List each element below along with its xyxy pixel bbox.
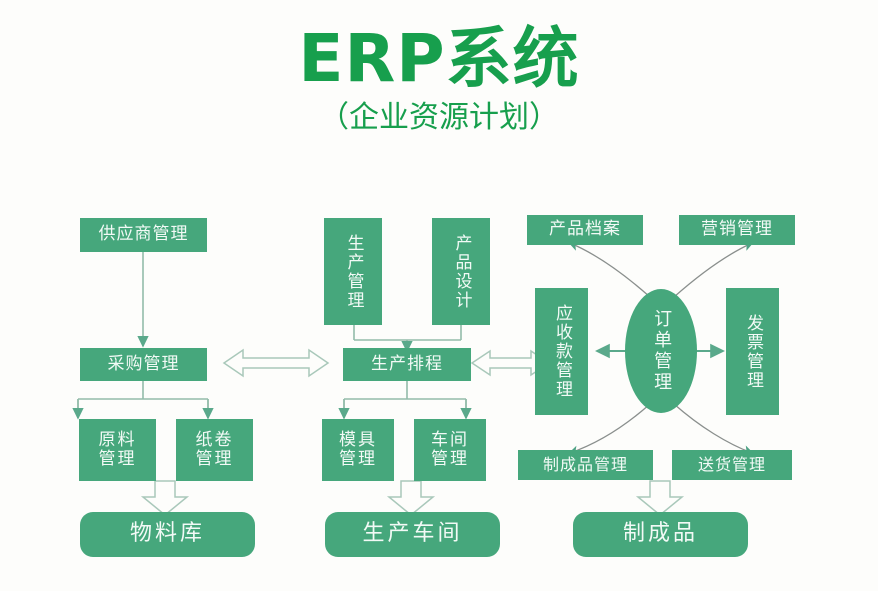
node-marketing-mgmt[interactable]: 营销管理 [679, 215, 795, 245]
node-production-mgmt[interactable]: 生产管理 [324, 218, 382, 325]
block-arrow-finished-goods [635, 480, 685, 516]
node-production-schedule[interactable]: 生产排程 [343, 348, 471, 381]
node-receivables-mgmt[interactable]: 应收款管理 [535, 288, 588, 415]
node-order-mgmt[interactable]: 订单管理 [625, 289, 697, 413]
node-mold-mgmt[interactable]: 模具 管理 [322, 419, 394, 481]
raw-material-line1: 原料 [98, 429, 137, 450]
wire-schedule-branch [343, 381, 467, 415]
double-arrow-purchase-schedule [222, 348, 330, 378]
node-production-workshop[interactable]: 生产车间 [325, 512, 500, 557]
node-workshop-mgmt[interactable]: 车间 管理 [414, 419, 486, 481]
mold-line2: 管理 [339, 449, 377, 469]
node-purchase-mgmt[interactable]: 采购管理 [80, 348, 207, 381]
block-arrow-production-workshop [386, 480, 436, 516]
curve-order-to-marketing [673, 242, 754, 298]
raw-material-line2: 管理 [98, 449, 137, 469]
curve-order-to-product-archive [568, 241, 651, 298]
workshop-line1: 车间 [431, 429, 469, 450]
node-material-warehouse[interactable]: 物料库 [80, 512, 255, 557]
node-product-archive[interactable]: 产品档案 [527, 215, 643, 245]
block-arrow-material-warehouse [140, 480, 190, 516]
node-invoice-mgmt[interactable]: 发票管理 [726, 288, 779, 415]
paper-roll-line1: 纸卷 [195, 429, 234, 450]
node-product-design[interactable]: 产品设计 [432, 218, 490, 325]
node-supplier-mgmt[interactable]: 供应商管理 [80, 218, 207, 252]
node-raw-material-mgmt[interactable]: 原料 管理 [79, 419, 156, 481]
mold-line1: 模具 [339, 429, 377, 450]
node-finished-goods[interactable]: 制成品 [573, 512, 748, 557]
node-paper-roll-mgmt[interactable]: 纸卷 管理 [176, 419, 253, 481]
node-finished-goods-mgmt[interactable]: 制成品管理 [518, 450, 653, 480]
node-delivery-mgmt[interactable]: 送货管理 [672, 450, 792, 480]
workshop-line2: 管理 [431, 449, 469, 469]
wire-purchase-branch [77, 381, 209, 415]
paper-roll-line2: 管理 [195, 449, 234, 469]
